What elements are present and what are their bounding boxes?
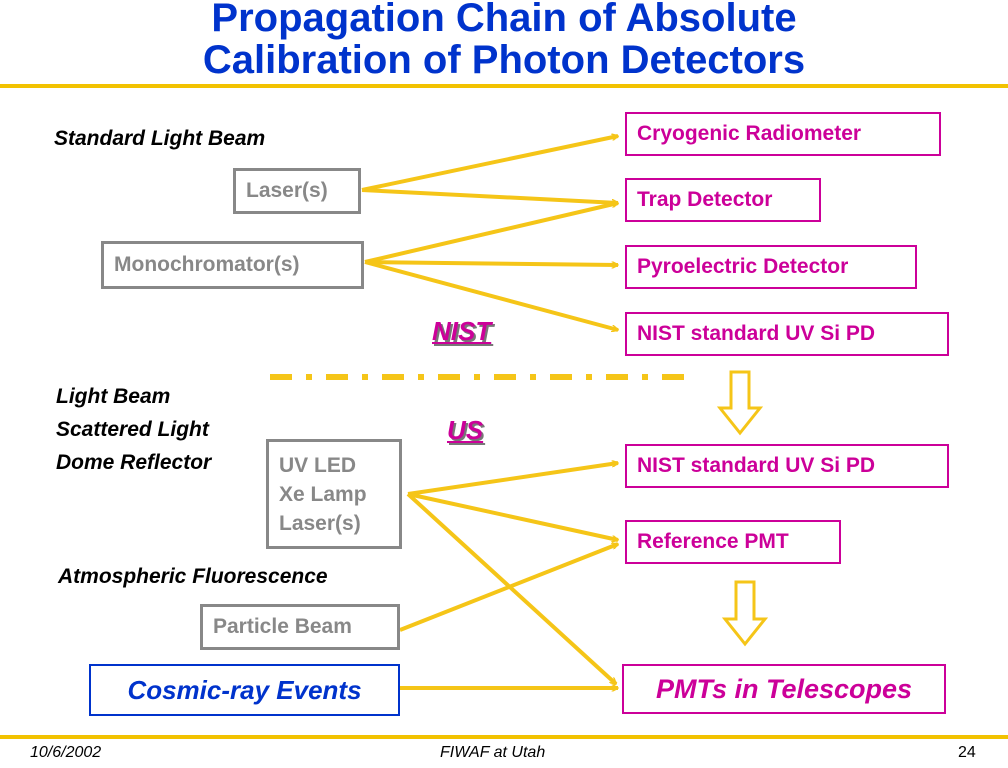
down-arrow-upper bbox=[716, 370, 764, 436]
label-atmospheric-fluorescence: Atmospheric Fluorescence bbox=[58, 565, 328, 588]
footer-page-number: 24 bbox=[958, 744, 976, 761]
arrow-uvled-refpmt bbox=[407, 492, 618, 540]
label-nist: NIST bbox=[432, 316, 492, 346]
arrow-particle-refpmt bbox=[399, 542, 618, 632]
detector-trap: Trap Detector bbox=[625, 178, 821, 222]
detector-nist-uv-si-pd: NIST standard UV Si PD bbox=[625, 312, 949, 356]
arrow-uvled-pmts bbox=[406, 492, 616, 684]
detector-pyroelectric: Pyroelectric Detector bbox=[625, 245, 917, 289]
detector-nist-uv-si-pd-2: NIST standard UV Si PD bbox=[625, 444, 949, 488]
page-title-line2: Calibration of Photon Detectors bbox=[202, 38, 806, 82]
detector-reference-pmt: Reference PMT bbox=[625, 520, 841, 564]
arrow-laser-trap bbox=[361, 188, 618, 203]
label-standard-light-beam: Standard Light Beam bbox=[54, 127, 266, 150]
source-cosmic-ray-events: Cosmic-ray Events bbox=[89, 664, 400, 716]
source-particle-beam: Particle Beam bbox=[200, 604, 400, 650]
label-light-beam: Light Beam bbox=[56, 385, 171, 408]
title-rule bbox=[0, 84, 1008, 88]
label-us: US bbox=[447, 415, 484, 445]
label-scattered-light: Scattered Light bbox=[56, 418, 209, 441]
footer-rule bbox=[0, 735, 1008, 739]
detector-cryogenic-radiometer: Cryogenic Radiometer bbox=[625, 112, 941, 156]
down-arrow-lower bbox=[721, 580, 769, 647]
arrow-mono-pyro bbox=[364, 260, 618, 265]
label-dome-reflector: Dome Reflector bbox=[56, 451, 212, 474]
footer-venue: FIWAF at Utah bbox=[440, 744, 546, 761]
arrow-mono-nistpd bbox=[364, 260, 618, 330]
detector-pmts-in-telescopes: PMTs in Telescopes bbox=[622, 664, 946, 714]
source-lasers: Laser(s) bbox=[233, 168, 361, 214]
arrow-laser-cryogenic bbox=[361, 136, 618, 192]
source-uv-led: UV LED bbox=[279, 453, 357, 477]
page-title-line1: Propagation Chain of Absolute bbox=[211, 0, 797, 40]
source-lasers-2: Laser(s) bbox=[279, 511, 361, 535]
source-monochromators: Monochromator(s) bbox=[101, 241, 364, 289]
arrow-uvled-nistpd bbox=[407, 463, 618, 496]
footer-date: 10/6/2002 bbox=[30, 744, 102, 761]
source-led-lamp-laser: UV LED Xe Lamp Laser(s) bbox=[266, 439, 402, 549]
source-xe-lamp: Xe Lamp bbox=[279, 482, 367, 506]
arrow-mono-trap bbox=[364, 203, 618, 264]
